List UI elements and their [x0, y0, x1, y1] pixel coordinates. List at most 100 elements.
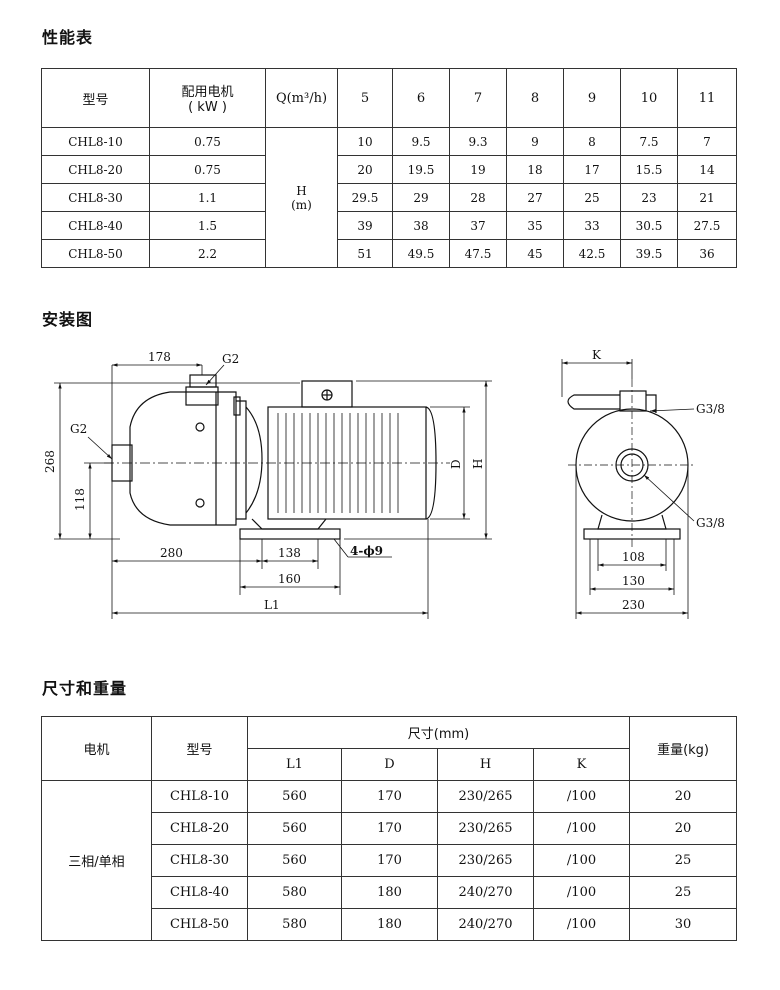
front-dimension-labels: K G3/8 G3/8 108 130 230 [592, 348, 725, 612]
header-weight: 重量(kg) [629, 716, 738, 781]
motor-type-cell: 三相/单相 [41, 780, 152, 941]
l1-cell: 560 [247, 812, 342, 845]
d-cell: 170 [341, 844, 438, 877]
pump-side-view [104, 374, 450, 540]
head-cell: 19 [449, 155, 507, 184]
dim-280: 280 [160, 546, 183, 560]
header-motor-label: 配用电机 [181, 85, 234, 100]
power-cell: 2.2 [149, 239, 266, 268]
header-q-7: 11 [677, 68, 737, 128]
k-cell: /100 [532, 844, 631, 877]
header-l1: L1 [247, 748, 342, 781]
model-cell: CHL8-20 [151, 812, 248, 845]
model-cell: CHL8-30 [151, 844, 248, 877]
header-h: H [437, 748, 534, 781]
dim-160: 160 [278, 572, 301, 586]
k-cell: /100 [532, 876, 631, 909]
header-size: 尺寸(mm) [246, 716, 631, 749]
dim-h: H [471, 459, 485, 469]
power-cell: 0.75 [149, 127, 266, 156]
head-cell: 9.5 [392, 127, 450, 156]
head-cell: 21 [677, 183, 737, 212]
head-cell: 39.5 [620, 239, 678, 268]
dimensions-heading: 尺寸和重量 [42, 679, 128, 698]
front-outlet-port [619, 390, 647, 412]
head-cell: 7.5 [620, 127, 678, 156]
table-row: CHL8-40 580 180 240/270 /100 25 [42, 876, 738, 909]
l1-cell: 580 [247, 876, 342, 909]
power-cell: 1.1 [149, 183, 266, 212]
power-cell: 1.5 [149, 211, 266, 240]
dimensions-table: 电机 型号 尺寸(mm) 重量(kg) L1 D H K 三相/单相 CHL8-… [41, 716, 738, 941]
head-cell: 15.5 [620, 155, 678, 184]
dim-k: K [592, 348, 602, 362]
installation-drawing: 178 G2 G2 268 118 280 138 160 L1 4-ϕ9 D … [43, 348, 725, 619]
k-cell: /100 [532, 812, 631, 845]
model-cell: CHL8-40 [151, 876, 248, 909]
head-cell: 47.5 [449, 239, 507, 268]
header-motor-power: 配用电机 ( kW ) [149, 68, 266, 128]
dim-230: 230 [622, 598, 645, 612]
dim-118: 118 [73, 488, 87, 511]
table-row: CHL8-40 1.5 39 38 37 35 33 30.5 27.5 [41, 211, 737, 240]
dim-268: 268 [43, 450, 57, 473]
head-cell: 18 [506, 155, 564, 184]
head-cell: 49.5 [392, 239, 450, 268]
table-row: CHL8-20 0.75 20 19.5 19 18 17 15.5 14 [41, 155, 737, 184]
power-cell: 0.75 [149, 155, 266, 184]
table-row: CHL8-20 560 170 230/265 /100 20 [42, 812, 738, 845]
dim-178: 178 [148, 350, 171, 364]
h-cell: 230/265 [437, 780, 534, 813]
header-q-6: 10 [620, 68, 678, 128]
head-cell: 25 [563, 183, 621, 212]
head-cell: 7 [677, 127, 737, 156]
head-cell: 17 [563, 155, 621, 184]
head-cell: 8 [563, 127, 621, 156]
header-model: 型号 [151, 716, 248, 781]
head-cell: 19.5 [392, 155, 450, 184]
dim-130: 130 [622, 574, 645, 588]
header-q-5: 9 [563, 68, 621, 128]
label-holes: 4-ϕ9 [350, 544, 383, 558]
dim-108: 108 [622, 550, 645, 564]
d-cell: 170 [341, 812, 438, 845]
header-q-4: 8 [506, 68, 564, 128]
header-model: 型号 [41, 68, 150, 128]
head-label: H [296, 183, 307, 198]
terminal-box [301, 380, 353, 408]
dim-138: 138 [278, 546, 301, 560]
pump-casing [129, 391, 237, 526]
weight-cell: 30 [629, 908, 738, 941]
table-row: CHL8-30 1.1 29.5 29 28 27 25 23 21 [41, 183, 737, 212]
l1-cell: 560 [247, 780, 342, 813]
dim-d: D [449, 459, 463, 469]
pump-front-view [567, 379, 696, 547]
model-cell: CHL8-10 [41, 127, 150, 156]
model-cell: CHL8-30 [41, 183, 150, 212]
head-cell: 29 [392, 183, 450, 212]
head-cell: 42.5 [563, 239, 621, 268]
header-q-2: 6 [392, 68, 450, 128]
performance-table: 型号 配用电机 ( kW ) Q(m³/h) 5 6 7 8 9 10 11 C… [41, 68, 737, 268]
head-cell: 10 [337, 127, 393, 156]
label-g2-top: G2 [222, 352, 239, 366]
table-row: CHL8-10 0.75 H (m) 10 9.5 9.3 9 8 7.5 7 [41, 127, 737, 268]
weight-cell: 25 [629, 844, 738, 877]
performance-header-row: 型号 配用电机 ( kW ) Q(m³/h) 5 6 7 8 9 10 11 [41, 68, 737, 128]
top-outlet-port [185, 386, 219, 406]
l1-cell: 580 [247, 908, 342, 941]
pump-foot [239, 528, 341, 540]
d-cell: 180 [341, 908, 438, 941]
weight-cell: 20 [629, 780, 738, 813]
head-cell: 28 [449, 183, 507, 212]
label-g38-bottom: G3/8 [696, 516, 725, 530]
head-cell: 33 [563, 211, 621, 240]
installation-heading: 安装图 [42, 310, 94, 329]
front-dimensions [561, 359, 695, 619]
head-label-cell: H (m) [265, 127, 338, 268]
head-cell: 39 [337, 211, 393, 240]
model-cell: CHL8-40 [41, 211, 150, 240]
motor-bracket [245, 406, 263, 514]
h-cell: 240/270 [437, 908, 534, 941]
dim-l1: L1 [264, 598, 280, 612]
